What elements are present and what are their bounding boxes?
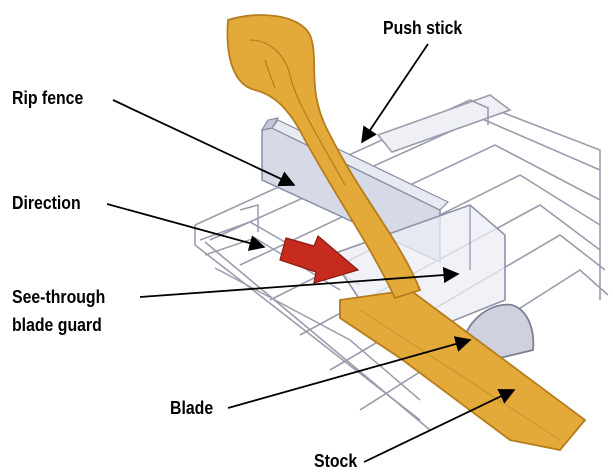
rip-fence-label: Rip fence: [12, 87, 83, 109]
blade-guard-label-line2: blade guard: [12, 314, 102, 336]
blade-label: Blade: [170, 397, 213, 419]
blade-guard-label-line1: See-through: [12, 286, 105, 308]
direction-label: Direction: [12, 192, 81, 214]
stock-label: Stock: [314, 450, 357, 472]
push-stick-label: Push stick: [383, 17, 462, 39]
